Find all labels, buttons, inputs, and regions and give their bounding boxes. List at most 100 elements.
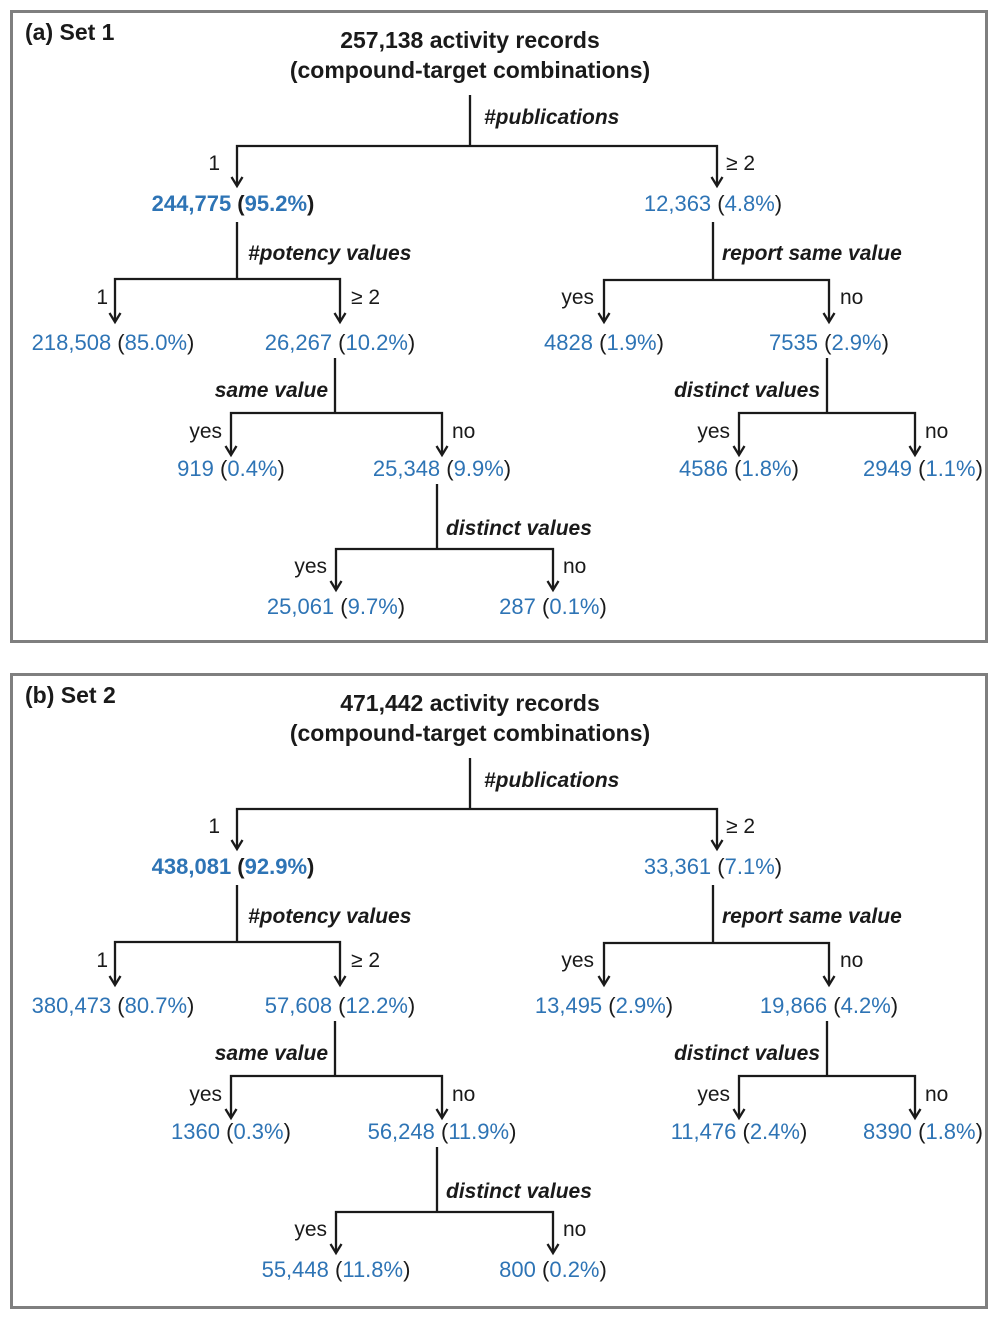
edge-distinct-right-yes: yes — [697, 1083, 730, 1106]
open-paren: ( — [736, 1119, 750, 1144]
value-number: 13,495 — [534, 993, 603, 1018]
open-paren: ( — [328, 1257, 343, 1282]
decision-distinct-values-right: distinct values — [674, 379, 820, 402]
value-number: 57,608 — [264, 993, 333, 1018]
close-paren: ) — [599, 594, 607, 619]
value-percent: 9.9% — [453, 456, 504, 481]
node-distinct-left-no: 800 (0.2%) — [499, 1257, 607, 1283]
value-number: 800 — [499, 1257, 536, 1282]
value-number: 1360 — [171, 1119, 221, 1144]
value-percent: 1.1% — [925, 456, 976, 481]
value-number: 218,508 — [31, 330, 112, 355]
node-report-same-yes: 4828 (1.9%) — [544, 330, 664, 356]
open-paren: ( — [332, 993, 346, 1018]
panel-set-2: (b) Set 2 471,442 activity records (comp… — [10, 673, 988, 1309]
close-paren: ) — [407, 330, 416, 355]
open-paren: ( — [220, 1119, 234, 1144]
value-percent: 11.8% — [342, 1257, 404, 1282]
edge-distinct-left-yes: yes — [294, 1218, 327, 1241]
open-paren: ( — [231, 191, 245, 216]
value-percent: 0.2% — [549, 1257, 600, 1282]
close-paren: ) — [307, 191, 315, 216]
close-paren: ) — [890, 993, 899, 1018]
edge-distinct-right-yes: yes — [697, 420, 730, 443]
value-number: 287 — [499, 594, 536, 619]
value-number: 919 — [177, 456, 214, 481]
value-number: 8390 — [863, 1119, 913, 1144]
value-number: 26,267 — [264, 330, 333, 355]
title-line-2: (compound-target combinations) — [289, 720, 651, 746]
node-distinct-right-yes: 4586 (1.8%) — [679, 456, 799, 482]
value-percent: 92.9% — [244, 854, 308, 879]
close-paren: ) — [307, 854, 315, 879]
close-paren: ) — [503, 456, 512, 481]
value-number: 25,061 — [266, 594, 335, 619]
close-paren: ) — [283, 1119, 291, 1144]
value-percent: 2.9% — [831, 330, 882, 355]
value-percent: 85.0% — [124, 330, 188, 355]
node-distinct-right-no: 2949 (1.1%) — [863, 456, 983, 482]
edge-publications-ge2: ≥ 2 — [726, 152, 756, 175]
value-percent: 4.8% — [724, 191, 775, 216]
open-paren: ( — [334, 594, 348, 619]
decision-publications: #publications — [484, 769, 620, 792]
value-percent: 1.8% — [741, 456, 792, 481]
open-paren: ( — [912, 456, 926, 481]
value-percent: 2.9% — [615, 993, 666, 1018]
node-potency-ge2: 26,267 (10.2%) — [265, 330, 415, 356]
edge-potency-1: 1 — [96, 949, 108, 972]
node-publications-1: 438,081 (92.9%) — [152, 854, 315, 880]
value-number: 12,363 — [643, 191, 712, 216]
value-number: 2949 — [863, 456, 913, 481]
value-number: 25,348 — [372, 456, 441, 481]
close-paren: ) — [799, 1119, 808, 1144]
value-number: 7535 — [769, 330, 819, 355]
edge-distinct-left-no: no — [563, 1218, 587, 1241]
value-percent: 1.9% — [606, 330, 657, 355]
node-distinct-right-no: 8390 (1.8%) — [863, 1119, 983, 1145]
figure-title: 257,138 activity records (compound-targe… — [290, 25, 650, 85]
node-report-same-yes: 13,495 (2.9%) — [535, 993, 673, 1019]
open-paren: ( — [213, 456, 228, 481]
edge-report-same-no: no — [840, 286, 864, 309]
edge-distinct-left-no: no — [563, 555, 587, 578]
edge-report-same-yes: yes — [561, 949, 594, 972]
open-paren: ( — [440, 456, 454, 481]
edge-potency-1: 1 — [96, 286, 108, 309]
close-paren: ) — [509, 1119, 517, 1144]
node-same-value-yes: 1360 (0.3%) — [171, 1119, 291, 1145]
open-paren: ( — [827, 993, 841, 1018]
edge-same-value-yes: yes — [189, 1083, 222, 1106]
value-number: 33,361 — [643, 854, 712, 879]
open-paren: ( — [111, 993, 125, 1018]
edge-distinct-right-no: no — [925, 1083, 949, 1106]
edge-distinct-right-no: no — [925, 420, 949, 443]
open-paren: ( — [912, 1119, 926, 1144]
decision-distinct-values-left: distinct values — [446, 1180, 592, 1203]
node-distinct-left-yes: 55,448 (11.8%) — [262, 1257, 411, 1283]
node-report-same-no: 19,866 (4.2%) — [760, 993, 898, 1019]
open-paren: ( — [602, 993, 616, 1018]
node-same-value-no: 25,348 (9.9%) — [373, 456, 511, 482]
value-percent: 11.9% — [448, 1119, 510, 1144]
value-number: 4828 — [544, 330, 594, 355]
close-paren: ) — [791, 456, 799, 481]
edge-same-value-yes: yes — [189, 420, 222, 443]
edge-report-same-yes: yes — [561, 286, 594, 309]
decision-distinct-values-right: distinct values — [674, 1042, 820, 1065]
decision-same-value: same value — [214, 1042, 328, 1065]
figure-title: 471,442 activity records (compound-targe… — [290, 688, 650, 748]
node-potency-ge2: 57,608 (12.2%) — [265, 993, 415, 1019]
decision-distinct-values-left: distinct values — [446, 517, 592, 540]
close-paren: ) — [277, 456, 285, 481]
close-paren: ) — [397, 594, 406, 619]
close-paren: ) — [599, 1257, 607, 1282]
title-line-1: 257,138 activity records — [340, 27, 600, 53]
edge-report-same-no: no — [840, 949, 864, 972]
value-number: 55,448 — [261, 1257, 329, 1282]
title-line-2: (compound-target combinations) — [289, 57, 651, 83]
value-percent: 0.4% — [227, 456, 278, 481]
value-percent: 7.1% — [724, 854, 775, 879]
edge-distinct-left-yes: yes — [294, 555, 327, 578]
value-number: 4586 — [679, 456, 729, 481]
